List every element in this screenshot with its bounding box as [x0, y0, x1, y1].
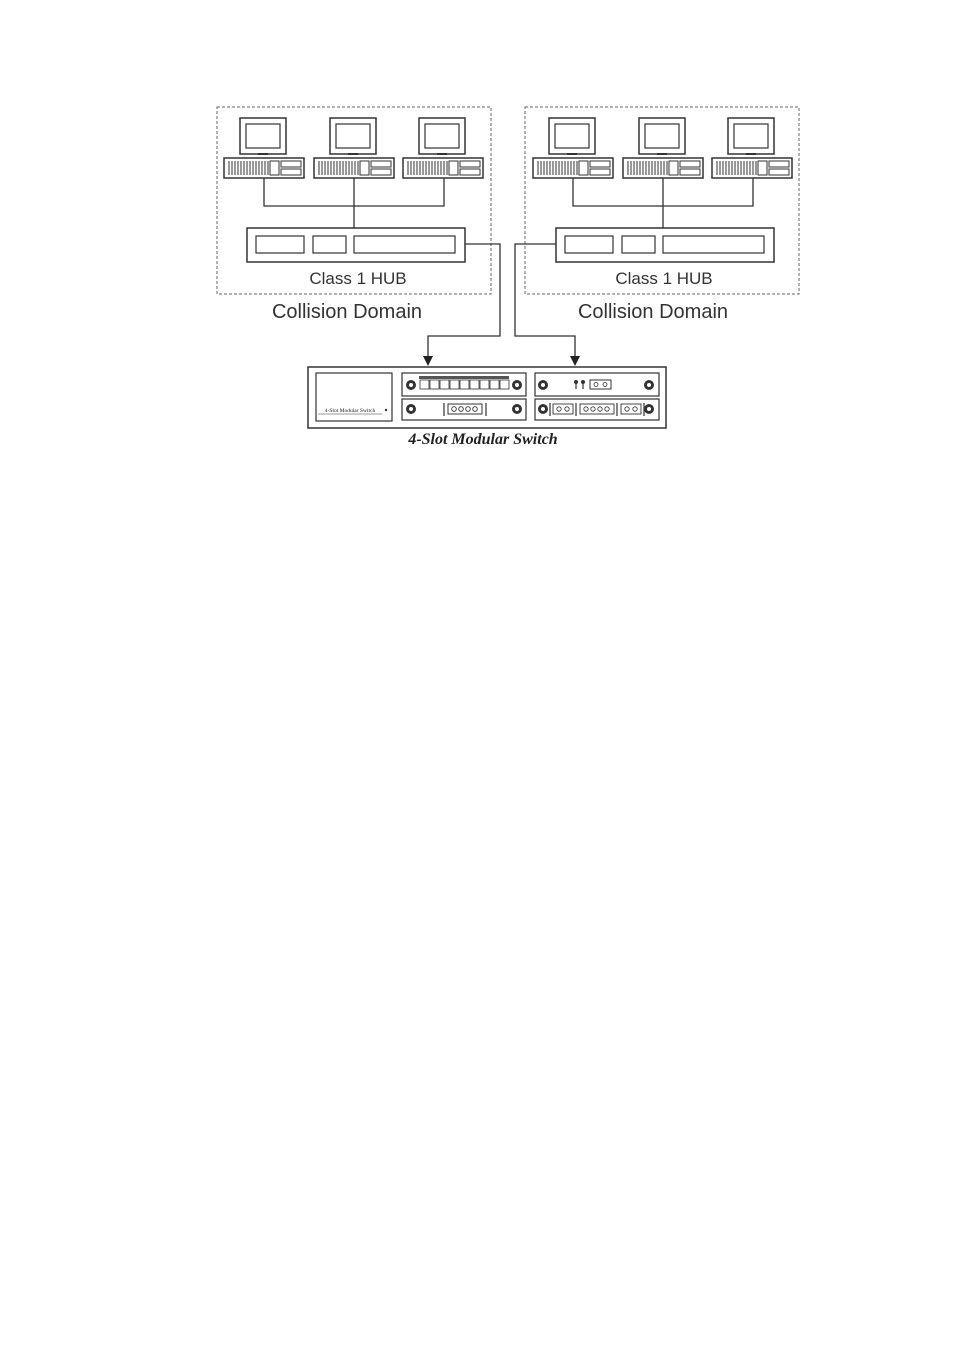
switch-slot-3: [534, 372, 660, 397]
right-domain-label: Collision Domain: [578, 301, 728, 323]
left-domain-boundary: [216, 106, 492, 295]
hub-to-switch-links: [427, 243, 576, 358]
left-pc-links: [263, 178, 445, 228]
right-pc-links: [572, 178, 754, 228]
right-computer-1-icon: [532, 117, 614, 179]
switch-panel-label: 4-Slot Modular Switch: [325, 408, 376, 414]
right-computer-2-icon: [622, 117, 704, 179]
left-hub-label: Class 1 HUB: [309, 269, 406, 288]
right-arrow-head-icon: [570, 356, 580, 366]
switch-slot-4: [534, 398, 660, 421]
modular-switch-icon: 4-Slot Modular Switch: [307, 366, 667, 429]
left-computer-2-icon: [313, 117, 395, 179]
switch-caption: 4-Slot Modular Switch: [407, 431, 557, 448]
right-hub-icon: [555, 227, 775, 263]
left-computer-1-icon: [223, 117, 305, 179]
left-hub-icon: [246, 227, 466, 263]
switch-slot-1: [401, 372, 527, 397]
right-collision-domain: Class 1 HUB Collision Domain: [524, 106, 800, 323]
left-collision-domain: Class 1 HUB Collision Domain: [216, 106, 492, 323]
switch-slot-2: [401, 398, 527, 421]
right-hub-label: Class 1 HUB: [615, 269, 712, 288]
right-computer-3-icon: [711, 117, 793, 179]
left-arrow-head-icon: [423, 356, 433, 366]
left-domain-label: Collision Domain: [272, 301, 422, 323]
right-domain-boundary: [524, 106, 800, 295]
left-computer-3-icon: [402, 117, 484, 179]
